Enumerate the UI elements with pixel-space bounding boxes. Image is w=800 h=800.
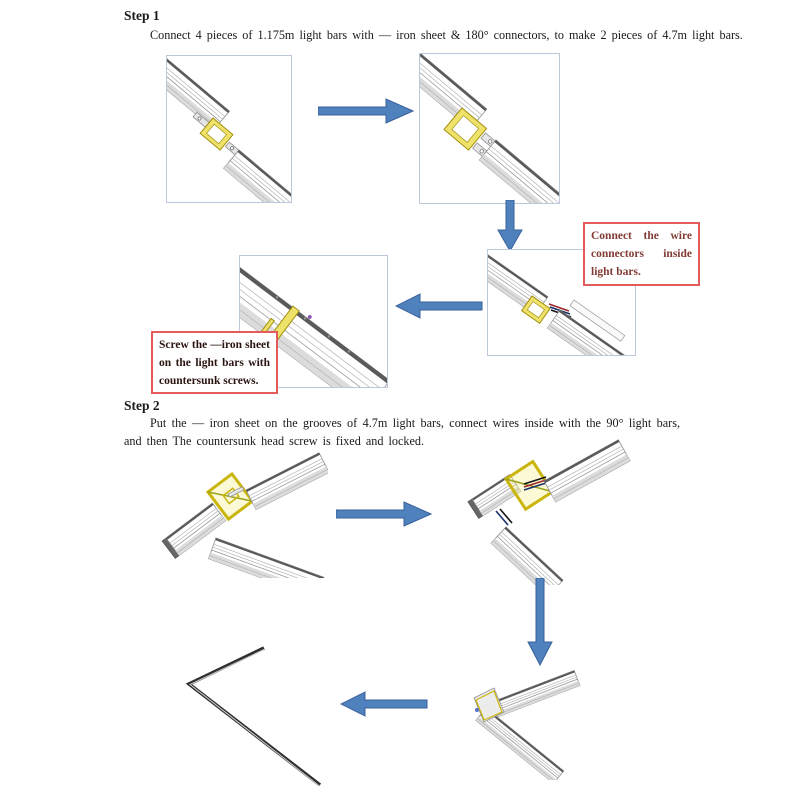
arrow-down-icon — [497, 200, 523, 252]
arrow-left-icon — [340, 691, 428, 717]
illustration-two-bars-apart — [167, 56, 291, 202]
arrow-down-icon — [527, 578, 553, 666]
illustration-iron-sheet-screwed — [240, 259, 387, 387]
connector-pin — [227, 486, 245, 498]
illustration-corner-wired — [467, 439, 631, 585]
corner-joint — [473, 687, 505, 723]
illustration-corner-apart — [161, 452, 328, 578]
illustration-corner-assembled — [473, 669, 581, 780]
step2-description: Put the — iron sheet on the grooves of 4… — [124, 416, 680, 449]
illustration-wires-inside — [488, 251, 633, 355]
callout-wire-connectors: Connect the wire connectors inside light… — [583, 222, 700, 286]
arrow-right-icon — [318, 98, 414, 124]
illustration-connector-mounted — [420, 54, 559, 203]
arrow-right-icon — [336, 501, 432, 527]
illustration-frame-2 — [419, 53, 560, 204]
arrow-left-icon — [395, 293, 483, 319]
countersunk-screw — [307, 314, 312, 319]
step1-description: Connect 4 pieces of 1.175m light bars wi… — [150, 28, 743, 42]
step2-heading: Step 2 — [124, 398, 160, 413]
illustration-frame-1 — [166, 55, 292, 203]
wire-connectors — [495, 476, 547, 526]
iron-sheet-connector — [520, 295, 551, 325]
callout-screw-iron-sheet: Screw the —iron sheet on the light bars … — [151, 331, 278, 394]
step1-heading: Step 1 — [124, 8, 160, 23]
illustration-finished-l-bar — [185, 646, 322, 787]
